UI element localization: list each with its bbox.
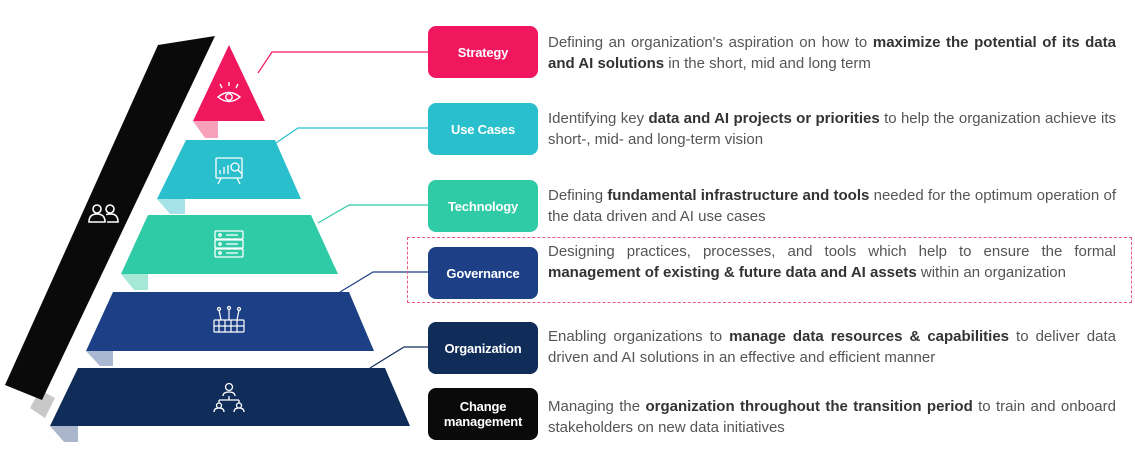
description-text: to train and onboard stakeholders on new… — [548, 398, 1116, 436]
description-bold-text: fundamental infrastructure and tools — [607, 187, 870, 204]
description-text: to help the organization achieve its sho… — [548, 110, 1117, 148]
strategy-button[interactable]: Strategy — [428, 26, 538, 78]
strategy-connector — [257, 51, 428, 74]
server-icon — [214, 230, 244, 258]
description-text: Managing the — [548, 398, 646, 415]
description-text: within an organization — [916, 264, 1066, 281]
technology-connector — [317, 204, 428, 224]
technology-button[interactable]: Technology — [428, 180, 538, 232]
use-cases-connector — [269, 127, 428, 148]
description-bold-text: maximize the potential of its data and A… — [548, 34, 1116, 72]
description-bold-text: manage data resources & capabilities — [729, 328, 1010, 345]
tier-use-cases[interactable] — [157, 140, 301, 199]
governance-highlight-box — [407, 237, 1132, 303]
governance-connector — [339, 271, 428, 293]
description-text: Identifying key — [548, 110, 649, 127]
description-text: Designing practices, processes, and tool… — [548, 243, 1116, 260]
technology-description: Defining fundamental infrastructure and … — [548, 185, 1116, 227]
org-chart-icon — [213, 382, 245, 413]
technology-shadow — [121, 274, 148, 290]
use-cases-button[interactable]: Use Cases — [428, 103, 538, 155]
organization-shadow — [50, 426, 78, 442]
description-text: Defining — [548, 187, 608, 204]
eye-icon — [216, 82, 242, 103]
change-management-description: Managing the organization throughout the… — [548, 396, 1116, 438]
tier-organization[interactable] — [50, 368, 410, 426]
description-text: in the short, mid and long term — [664, 55, 871, 72]
data-structure-icon — [213, 305, 245, 333]
organization-description: Enabling organizations to manage data re… — [548, 326, 1116, 368]
use-cases-shadow — [157, 199, 185, 214]
description-bold-text: organization throughout the transition p… — [645, 398, 973, 415]
strategy-description: Defining an organization's aspiration on… — [548, 32, 1116, 74]
description-bold-text: data and AI projects or priorities — [648, 110, 880, 127]
governance-description: Designing practices, processes, and tool… — [548, 241, 1116, 283]
description-text: to deliver data driven and AI solutions … — [548, 328, 1116, 366]
strategy-shadow — [193, 121, 218, 138]
organization-connector — [369, 346, 428, 369]
description-text: needed for the optimum operation of the … — [548, 187, 1116, 225]
description-bold-text: management of existing & future data and… — [548, 264, 917, 281]
change-management-button[interactable]: Change management — [428, 388, 538, 440]
use-cases-description: Identifying key data and AI projects or … — [548, 108, 1116, 150]
people-icon — [88, 204, 119, 223]
description-text: Defining an organization's aspiration on… — [548, 34, 873, 51]
side-band — [5, 36, 215, 400]
organization-button[interactable]: Organization — [428, 322, 538, 374]
analytics-board-icon — [215, 157, 243, 185]
description-text: Enabling organizations to — [548, 328, 730, 345]
governance-button[interactable]: Governance — [428, 247, 538, 299]
tier-governance[interactable] — [86, 292, 374, 351]
governance-shadow — [86, 351, 113, 366]
